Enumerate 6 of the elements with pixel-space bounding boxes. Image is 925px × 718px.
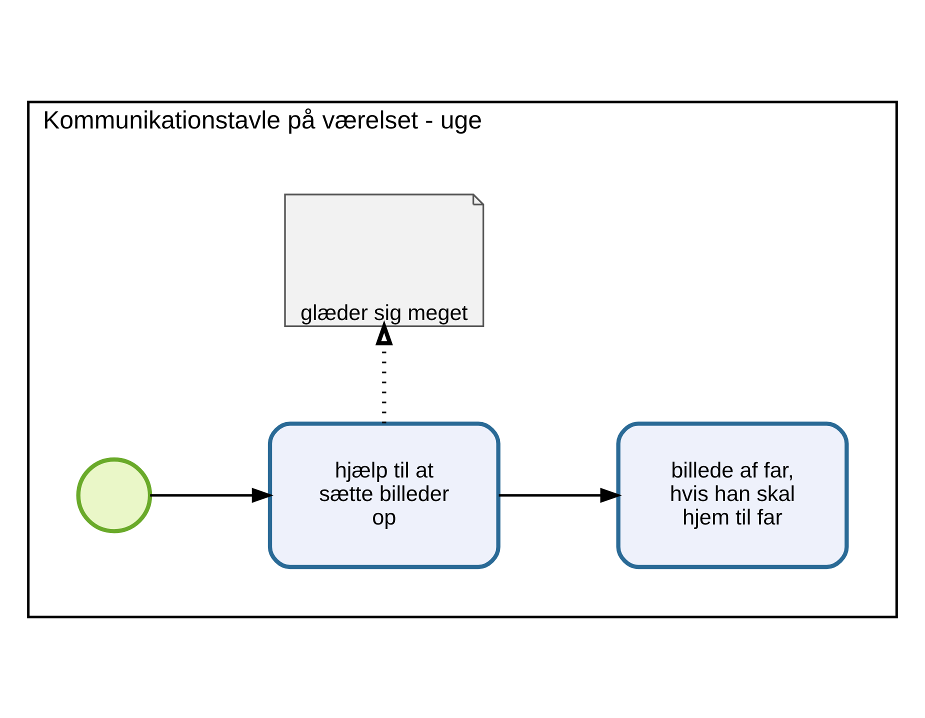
node-circle (76, 456, 152, 533)
arrow (375, 320, 393, 423)
arrow (150, 487, 274, 502)
node-box: hjælp til at sætte billeder op (268, 421, 500, 569)
arrow (498, 487, 622, 502)
node-box: billede af far, hvis han skal hjem til far (616, 421, 849, 569)
